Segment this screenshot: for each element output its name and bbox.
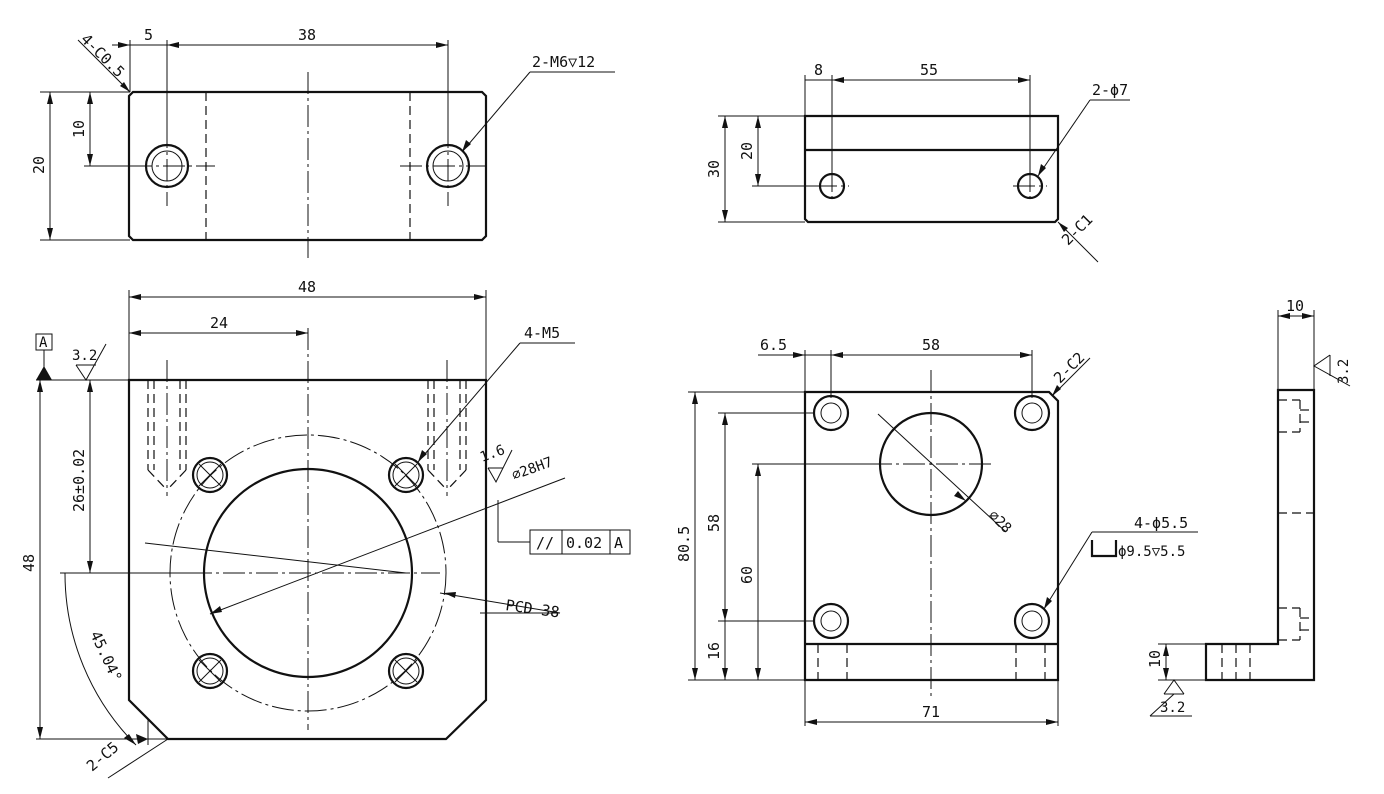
dim-10-side: 10 <box>1286 297 1304 315</box>
fcf-symbol: // <box>536 534 554 552</box>
top-left-outline <box>127 90 488 242</box>
bottom-right-view: ⌀28 6.5 58 2-C2 80.5 58 16 60 <box>675 336 1198 726</box>
fcf-frame <box>529 529 631 555</box>
dim-20-top: 20 <box>30 156 48 174</box>
side-view: 10 3.2 10 3.2 <box>1146 297 1352 717</box>
dim-5: 5 <box>144 26 153 44</box>
dim-10-foot: 10 <box>1146 650 1164 668</box>
dim-20-tr: 20 <box>738 142 756 160</box>
side-outline <box>1204 388 1316 682</box>
dim-10-top: 10 <box>70 120 88 138</box>
cb-hole-tl <box>812 394 850 432</box>
cb-hole-bl <box>812 602 850 640</box>
bottom-left-view: 48 24 4-M5 A 3.2 26±0.02 48 <box>20 278 631 779</box>
datum-a-label: A <box>39 335 48 351</box>
dim-pcd38: PCD 38 <box>504 596 560 621</box>
rough-32-side-top: 3.2 <box>1336 359 1352 384</box>
dim-48-width: 48 <box>298 278 316 296</box>
fcf-tolerance: 0.02 <box>566 534 602 552</box>
cb-hole-br <box>1013 602 1051 640</box>
dim-55: 55 <box>920 61 938 79</box>
dim-24: 24 <box>210 314 228 332</box>
dim-71: 71 <box>922 703 940 721</box>
bottom-plate-outline <box>803 390 1060 682</box>
top-right-view: 8 55 2-ϕ7 30 20 2-C1 <box>705 61 1130 263</box>
dim-28h7: ⌀28H7 <box>510 454 555 483</box>
dim-60: 60 <box>738 566 756 584</box>
dim-38: 38 <box>298 26 316 44</box>
dim-counterbore: ϕ9.5▽5.5 <box>1118 544 1185 560</box>
fcf-datum: A <box>614 534 623 552</box>
dim-4m5: 4-M5 <box>524 324 560 342</box>
rough-16: 1.6 <box>478 442 507 466</box>
dim-2phi7: 2-ϕ7 <box>1092 81 1128 99</box>
dim-6-5: 6.5 <box>760 336 787 354</box>
cb-hole-tr <box>1013 394 1051 432</box>
dim-2c1: 2-C1 <box>1058 211 1096 249</box>
m5-hole-tr <box>387 456 425 494</box>
dim-26: 26±0.02 <box>70 449 88 512</box>
m5-hole-tl <box>191 456 229 494</box>
dim-8: 8 <box>814 61 823 79</box>
dim-30: 30 <box>705 160 723 178</box>
dim-58-width: 58 <box>922 336 940 354</box>
dim-2c5: 2-C5 <box>83 738 122 775</box>
dim-48-height: 48 <box>20 554 38 572</box>
rough-32-side-bottom: 3.2 <box>1160 700 1185 716</box>
dim-4phi55: 4-ϕ5.5 <box>1134 514 1188 532</box>
dim-4c05: 4-C0.5 <box>77 30 128 81</box>
m5-hole-bl <box>191 652 229 690</box>
dim-58-height: 58 <box>705 514 723 532</box>
top-right-outline <box>803 114 1060 224</box>
dim-16: 16 <box>705 642 723 660</box>
dim-2c2: 2-C2 <box>1050 349 1088 387</box>
m5-hole-br <box>387 652 425 690</box>
dim-2m6: 2-M6▽12 <box>532 53 595 71</box>
top-left-view: 5 38 4-C0.5 2-M6▽12 10 20 <box>30 26 615 258</box>
dim-28-bore: ⌀28 <box>985 508 1014 537</box>
dim-45deg: 45.04° <box>86 628 125 685</box>
rough-32-left: 3.2 <box>72 348 97 364</box>
dim-80-5: 80.5 <box>675 526 693 562</box>
